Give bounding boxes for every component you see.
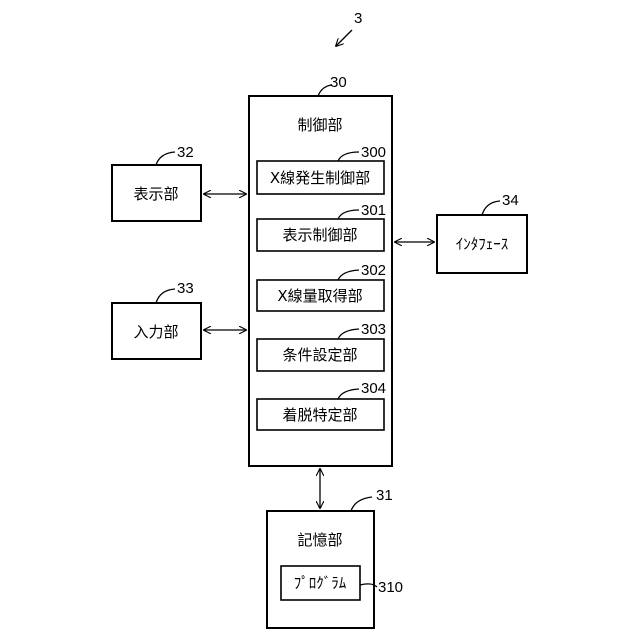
- display-leader-line: [156, 152, 175, 165]
- program-ref-number: 310: [378, 579, 403, 596]
- input-ref-number: 33: [177, 280, 194, 297]
- module-label-304: 着脱特定部: [282, 406, 357, 424]
- storage-leader-line: [351, 497, 372, 511]
- controller-ref-number: 30: [330, 74, 347, 91]
- controller-label: 制御部: [297, 116, 342, 134]
- storage-ref-number: 31: [376, 487, 393, 504]
- figure-ref-number: 3: [354, 10, 362, 27]
- storage-label: 記憶部: [297, 531, 342, 549]
- module-label-303: 条件設定部: [282, 346, 357, 364]
- input-leader-line: [156, 289, 175, 303]
- module-label-301: 表示制御部: [282, 226, 357, 244]
- interface-leader-line: [482, 201, 500, 215]
- module-label-302: X線量取得部: [277, 287, 362, 305]
- display-ref-number: 32: [177, 144, 194, 161]
- program-label: ﾌﾟﾛｸﾞﾗﾑ: [294, 574, 347, 592]
- input-label: 入力部: [133, 323, 178, 341]
- module-ref-302: 302: [361, 262, 386, 279]
- module-ref-304: 304: [361, 380, 386, 397]
- module-ref-301: 301: [361, 202, 386, 219]
- figure-ref-arrow: [336, 30, 352, 46]
- interface-ref-number: 34: [502, 192, 519, 209]
- module-label-300: X線発生制御部: [270, 169, 370, 187]
- module-ref-303: 303: [361, 321, 386, 338]
- module-ref-300: 300: [361, 144, 386, 161]
- display-label: 表示部: [133, 185, 178, 203]
- interface-label: ｲﾝﾀﾌｪｰｽ: [456, 235, 509, 253]
